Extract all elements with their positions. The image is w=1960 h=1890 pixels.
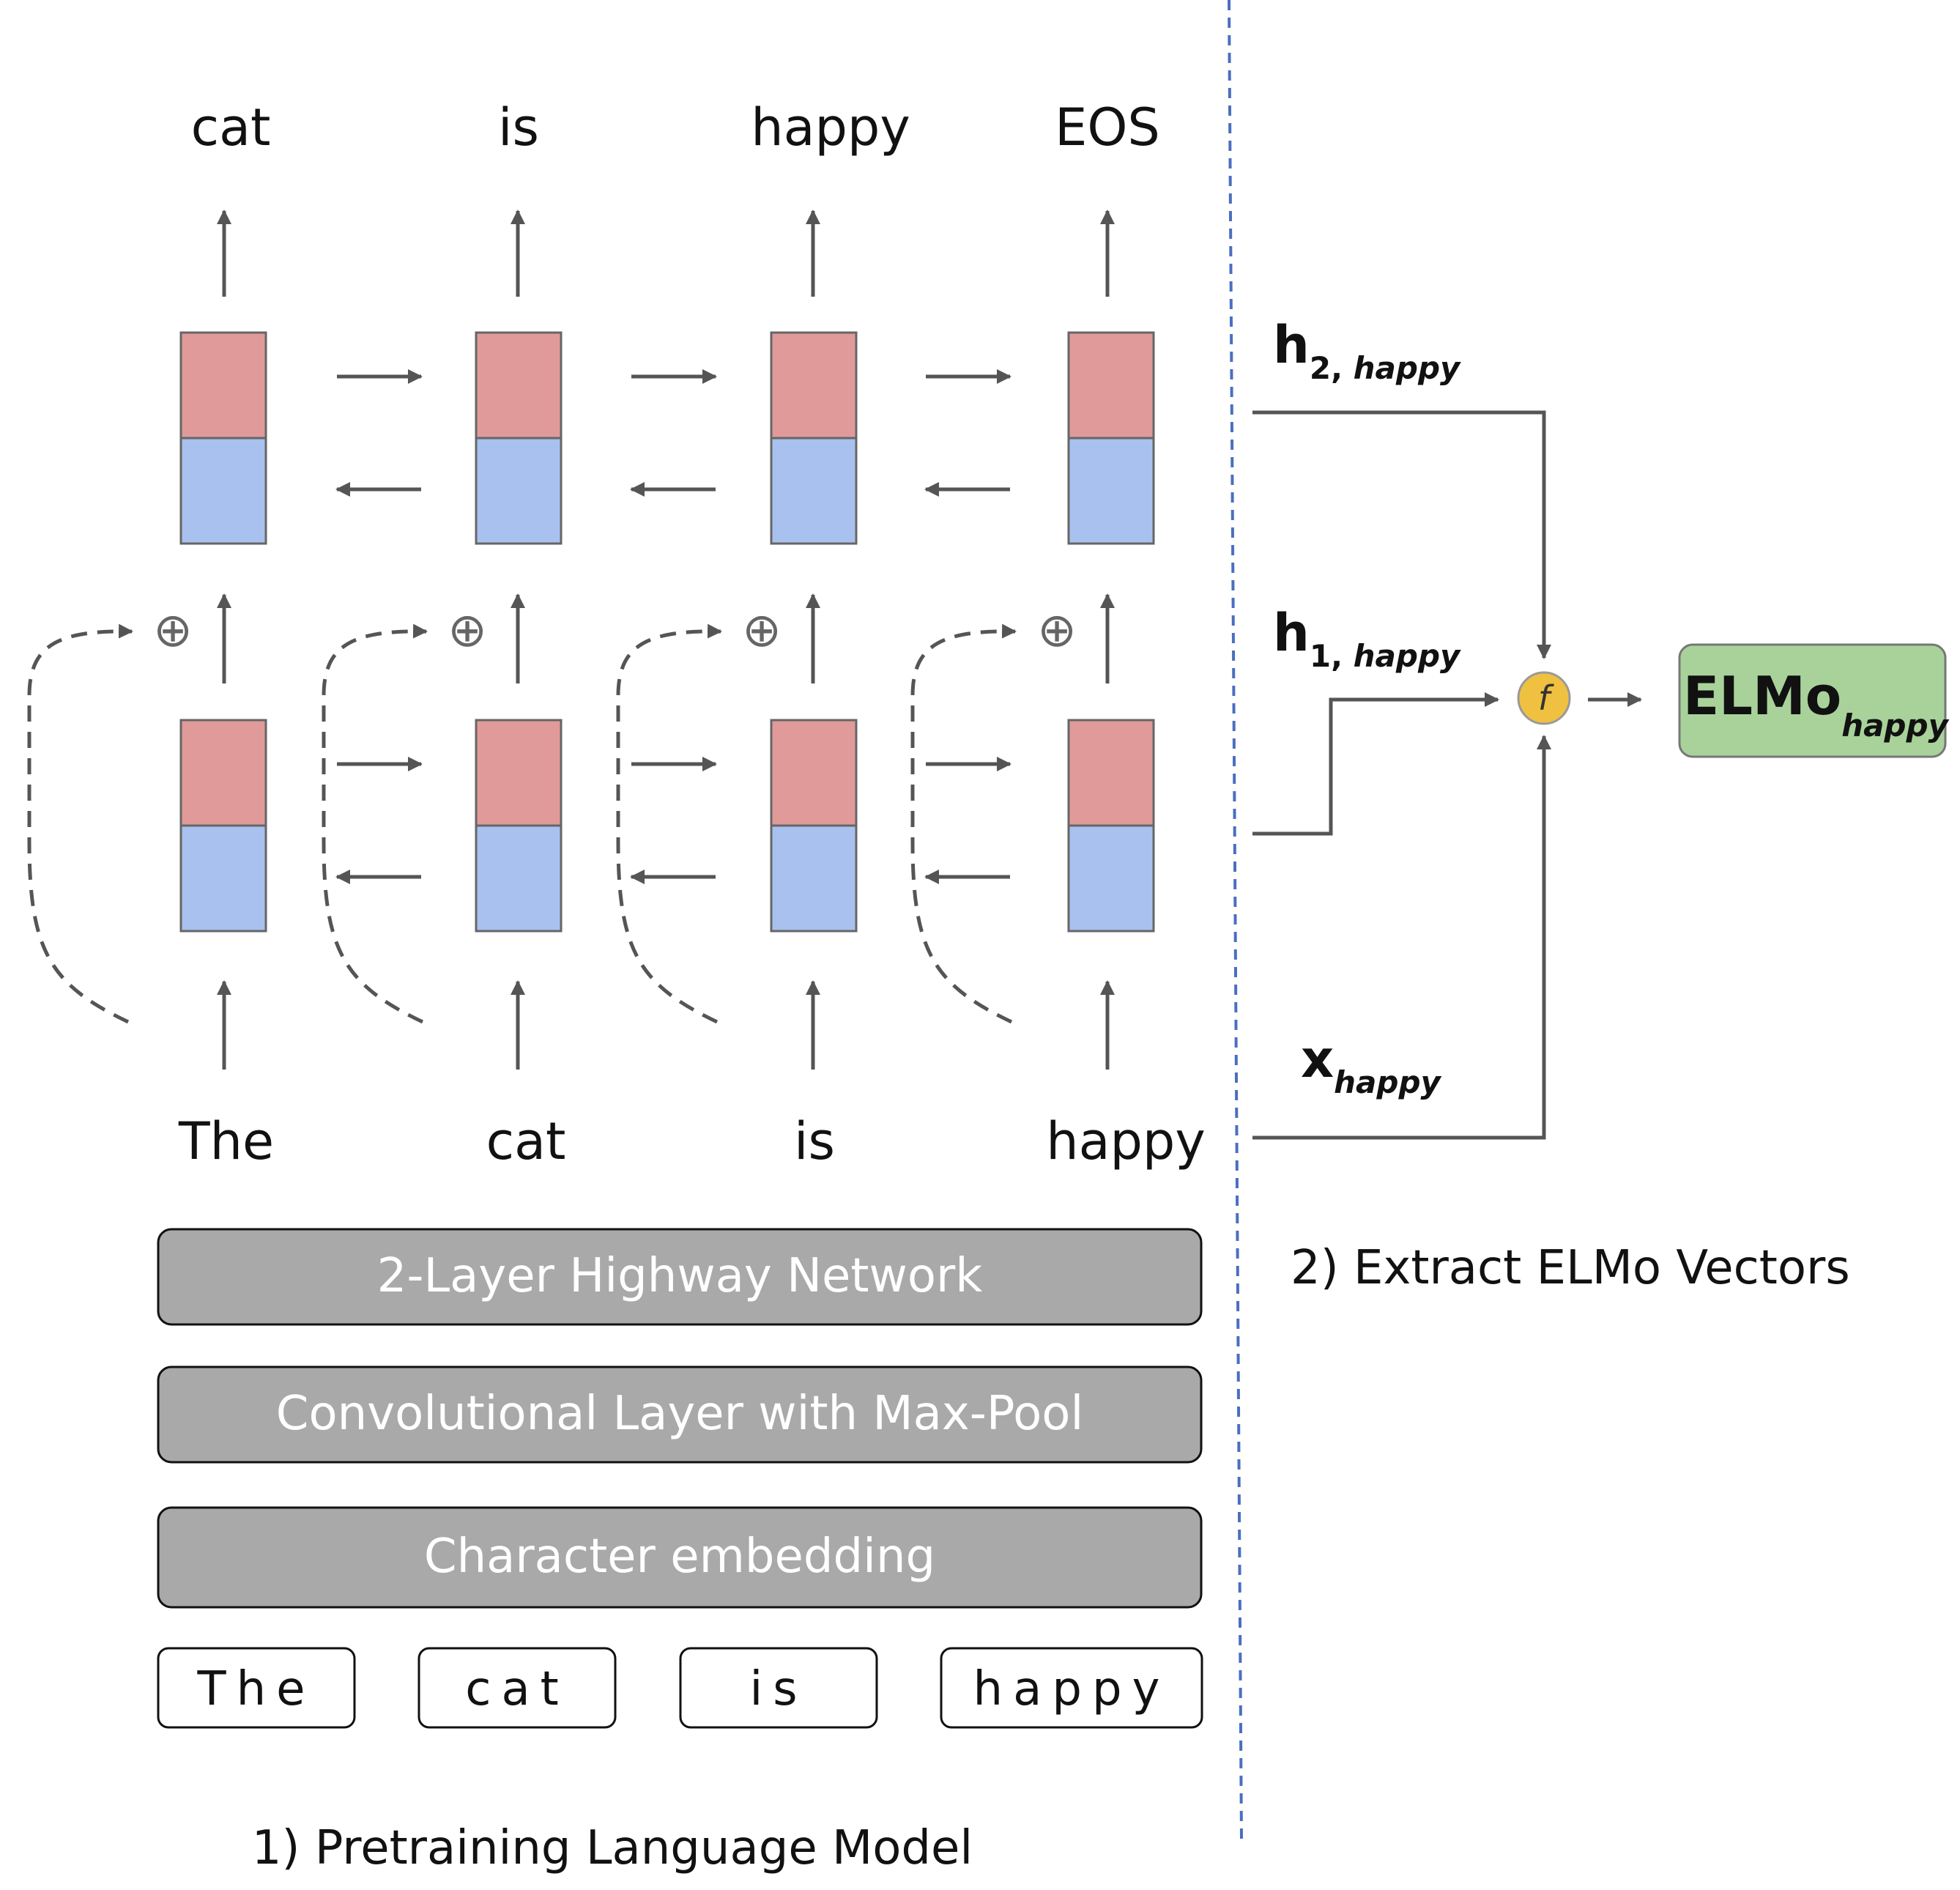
backward-state-cell (475, 824, 563, 933)
residual-dashed-arrow (616, 623, 722, 1024)
elmo-base: ELMo (1683, 665, 1841, 727)
forward-state-cell (770, 719, 858, 827)
h1-index: 1, (1310, 638, 1354, 674)
section-separator (1228, 0, 1243, 1839)
output-arrows (217, 210, 1115, 297)
forward-state-cell (1067, 331, 1155, 440)
residual-dashed-arrow (27, 623, 133, 1024)
h1-word: happy (1354, 638, 1461, 674)
input-word: happy (1046, 1111, 1206, 1171)
backward-state-cell (770, 824, 858, 933)
char-token-box (940, 1647, 1203, 1729)
char-token: cat (465, 1662, 569, 1716)
input-word: The (178, 1111, 274, 1171)
residual-add-symbols: ⊕ ⊕ ⊕ ⊕ (153, 604, 1077, 658)
backward-state-cell (1067, 437, 1155, 545)
h1-label: h1, happy (1273, 603, 1461, 674)
layer-1-recurrent-arrows (335, 757, 1011, 884)
highway-network-box (157, 1228, 1203, 1326)
input-word: is (794, 1111, 835, 1171)
h1-base: h (1273, 603, 1310, 663)
x-connection-arrow (1252, 735, 1551, 1140)
forward-state-cell (1067, 719, 1155, 827)
output-word: is (498, 97, 539, 158)
combine-node: f (1517, 671, 1571, 725)
plus-circle-icon: ⊕ (448, 604, 487, 658)
char-token: The (196, 1662, 315, 1716)
lstm-layer-2 (179, 331, 1155, 545)
forward-state-cell (475, 719, 563, 827)
lstm-layer-1 (179, 719, 1155, 933)
h2-word: happy (1354, 350, 1461, 386)
encoder-layers: 2-Layer Highway Network Convolutional La… (157, 1228, 1203, 1609)
residual-dashed-arrow (910, 623, 1017, 1024)
backward-state-cell (770, 437, 858, 545)
svg-text:h2, happy: h2, happy (1273, 315, 1461, 386)
character-embedding-box (157, 1506, 1203, 1609)
extraction-caption: 2) Extract ELMo Vectors (1291, 1241, 1850, 1295)
residual-connections (27, 623, 1017, 1024)
char-token-box (679, 1647, 878, 1729)
char-token: is (749, 1662, 807, 1716)
input-word: cat (486, 1111, 566, 1171)
forward-state-cell (179, 331, 267, 440)
elmo-word: happy (1841, 708, 1949, 744)
svg-text:ELMohappy: ELMohappy (1683, 665, 1950, 744)
x-label: xhappy (1301, 1029, 1442, 1100)
char-token: happy (973, 1662, 1170, 1716)
output-words: cat is happy EOS (191, 97, 1160, 158)
elmo-output-box (1678, 643, 1947, 758)
input-arrows (217, 980, 1115, 1070)
character-embedding-label: Character embedding (424, 1530, 935, 1584)
plus-circle-icon: ⊕ (742, 604, 782, 658)
elmo-output: ELMohappy (1678, 643, 1950, 758)
extraction-connections (1252, 410, 1642, 1140)
output-word: cat (191, 97, 271, 158)
x-word: happy (1334, 1064, 1441, 1100)
h1-connection-arrow (1252, 692, 1499, 836)
h2-connection-arrow (1252, 410, 1551, 659)
forward-state-cell (475, 331, 563, 440)
pretraining-caption: 1) Pretraining Language Model (252, 1821, 973, 1875)
h2-base: h (1273, 315, 1310, 375)
char-token-box (157, 1647, 356, 1729)
x-base: x (1301, 1029, 1334, 1089)
svg-text:h1, happy: h1, happy (1273, 603, 1461, 674)
backward-state-cell (1067, 824, 1155, 933)
plus-circle-icon: ⊕ (1037, 604, 1077, 658)
convolutional-layer-box (157, 1365, 1203, 1464)
convolutional-layer-label: Convolutional Layer with Max-Pool (276, 1387, 1083, 1441)
plus-circle-icon: ⊕ (153, 604, 193, 658)
char-token-box (417, 1647, 617, 1729)
h2-label: h2, happy (1273, 315, 1461, 386)
forward-state-cell (179, 719, 267, 827)
forward-state-cell (770, 331, 858, 440)
input-words: The cat is happy (178, 1111, 1206, 1171)
h2-index: 2, (1310, 350, 1354, 386)
output-word: EOS (1055, 97, 1160, 158)
svg-text:xhappy: xhappy (1301, 1029, 1442, 1100)
layer-2-recurrent-arrows (335, 369, 1011, 497)
combine-function-icon (1517, 671, 1571, 725)
backward-state-cell (179, 437, 267, 545)
character-tokens: The cat is happy (157, 1647, 1203, 1729)
residual-dashed-arrow (322, 623, 428, 1024)
backward-state-cell (179, 824, 267, 933)
highway-network-label: 2-Layer Highway Network (377, 1249, 983, 1303)
backward-state-cell (475, 437, 563, 545)
output-word: happy (751, 97, 910, 158)
inter-layer-arrows (217, 593, 1115, 683)
